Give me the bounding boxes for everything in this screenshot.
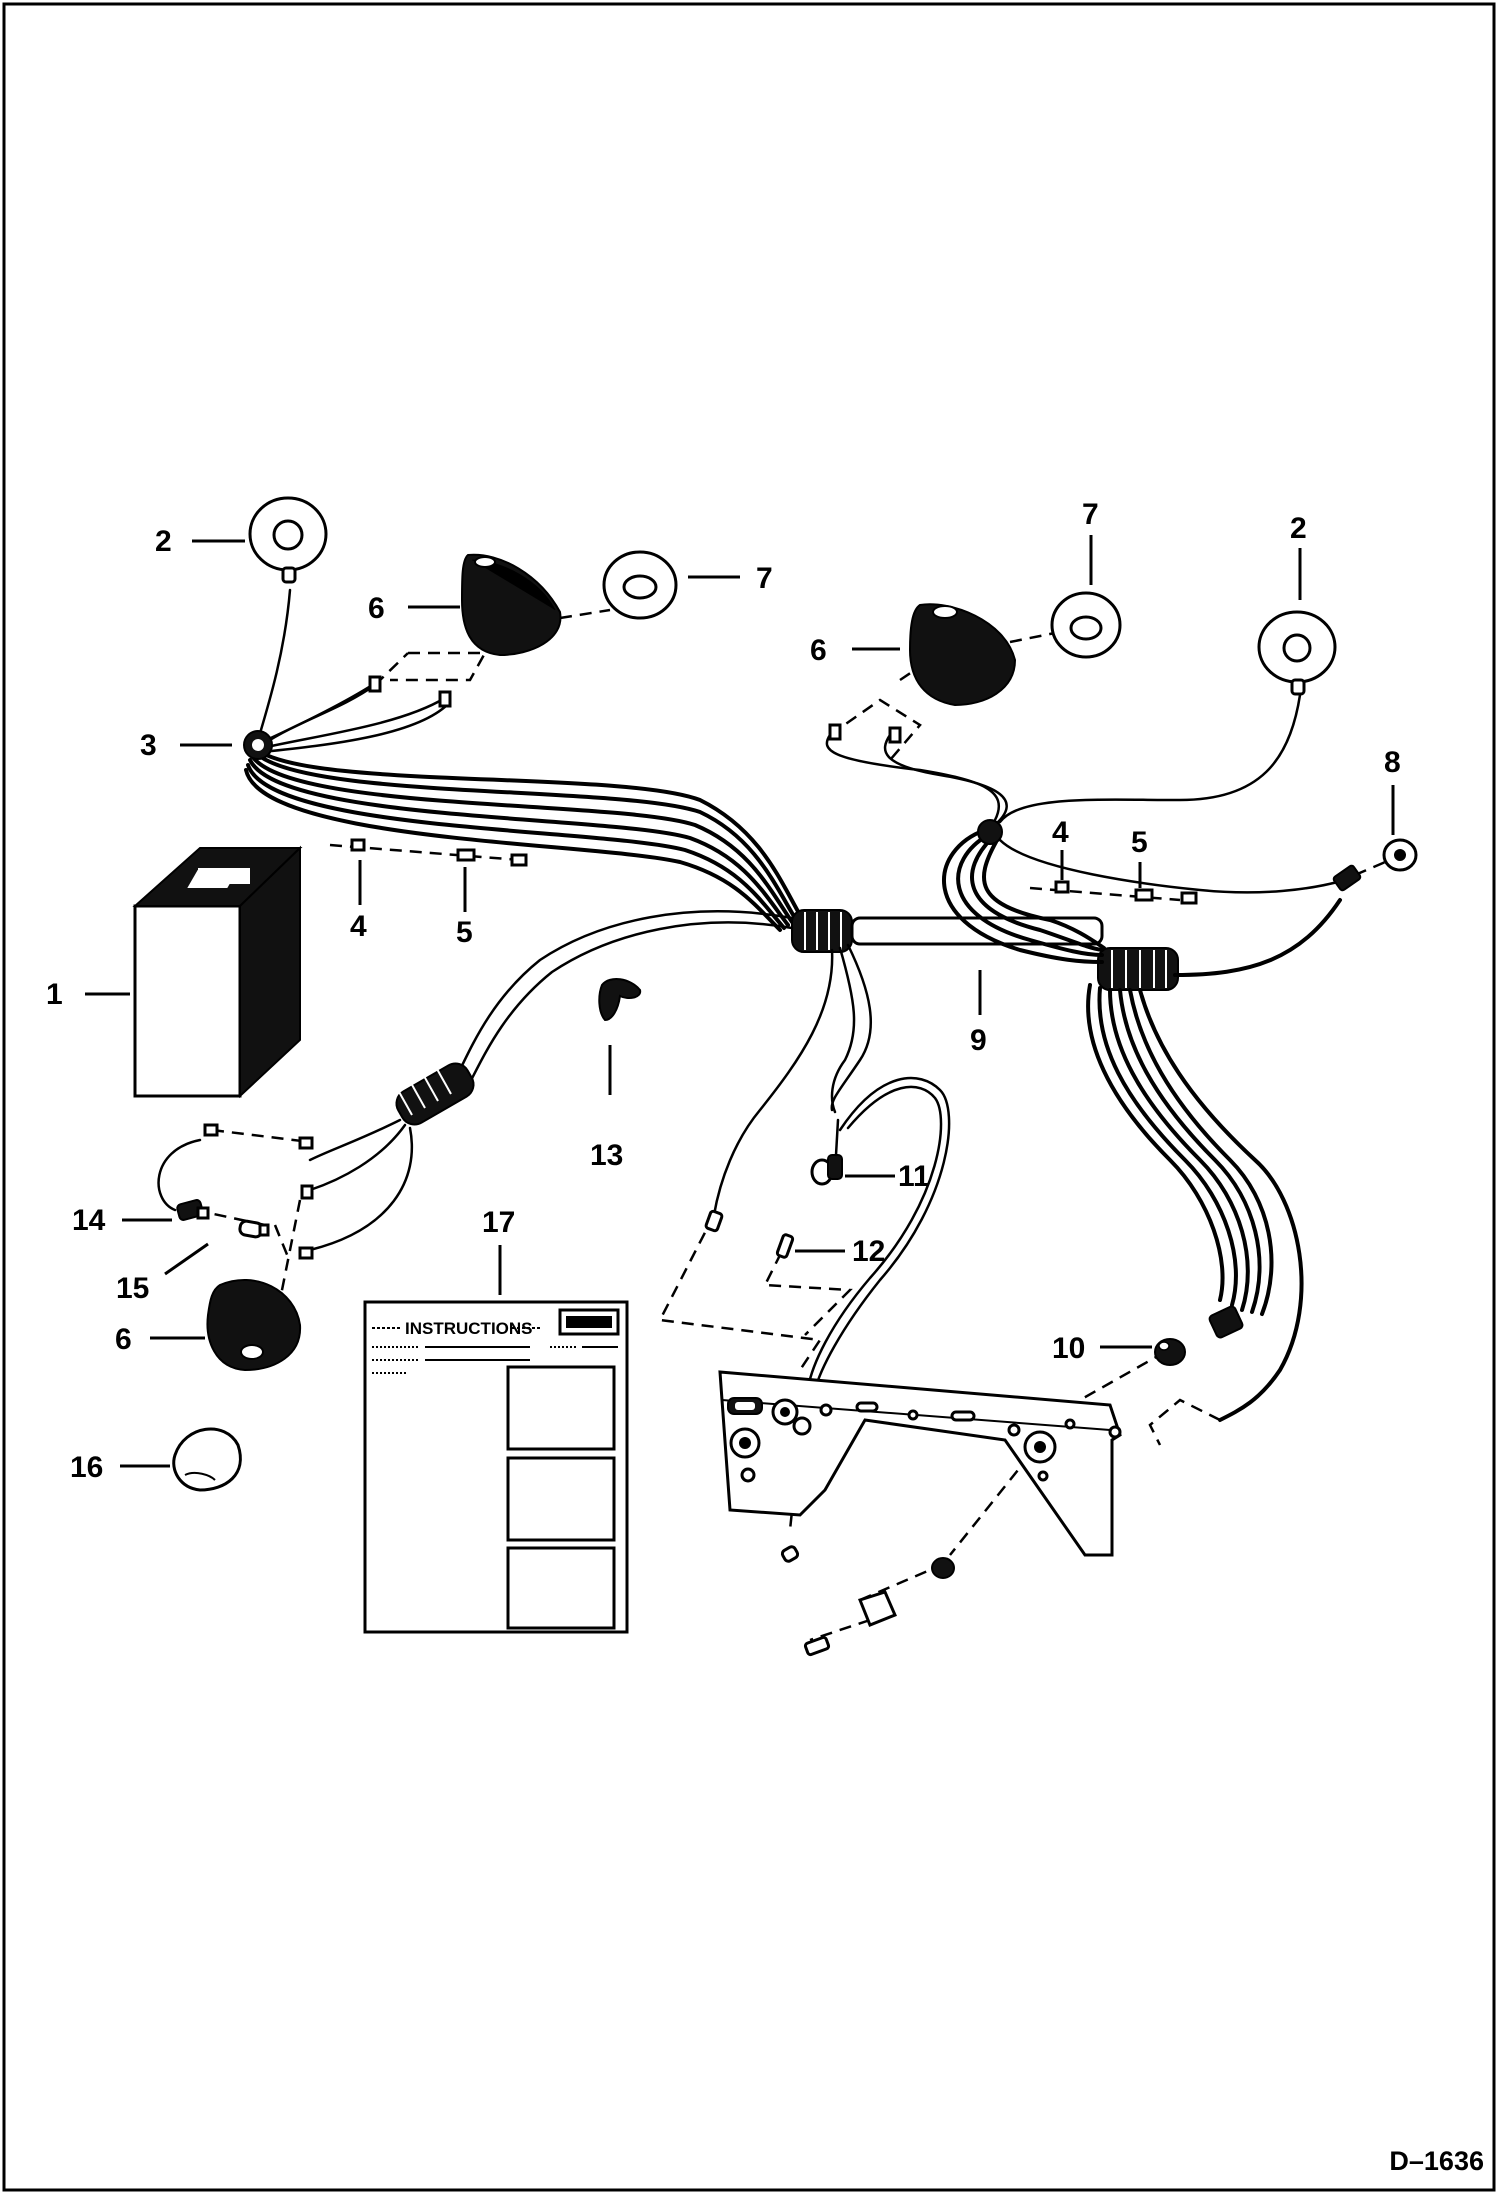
callout-boot-left-top: 6 xyxy=(368,592,385,625)
terminal-lower-a xyxy=(203,1123,219,1137)
callout-lens-right-top: 7 xyxy=(1082,498,1099,531)
callout-connector-left: 5 xyxy=(456,916,473,949)
callout-bulb: 15 xyxy=(116,1272,149,1305)
callout-boot-bottom: 6 xyxy=(115,1323,132,1356)
harness-boot-center-left xyxy=(791,909,853,953)
terminal-left-top-b xyxy=(438,690,452,708)
boot-bottom xyxy=(206,1279,302,1372)
callout-switch: 11 xyxy=(898,1160,930,1193)
callout-connector-right: 5 xyxy=(1131,826,1148,859)
callout-harness: 9 xyxy=(970,1024,987,1057)
lens-left-top xyxy=(602,550,678,620)
mounting-bracket xyxy=(718,1370,1122,1557)
instruction-sheet-title: INSTRUCTIONS xyxy=(405,1319,533,1338)
connector-left xyxy=(456,848,476,862)
callout-bulb-socket: 14 xyxy=(72,1204,106,1237)
callout-labels: 2 6 7 3 4 5 1 7 2 6 8 4 5 9 10 11 12 13 … xyxy=(46,498,1401,1484)
bulb-socket xyxy=(176,1199,210,1221)
light-right-top xyxy=(1257,610,1337,696)
fuse xyxy=(775,1233,795,1259)
callout-grommet-bracket: 10 xyxy=(1052,1332,1085,1365)
instruction-sheet: INSTRUCTIONS xyxy=(363,1300,629,1634)
terminal-left xyxy=(350,838,366,852)
switch xyxy=(810,1118,843,1186)
callout-fuse: 12 xyxy=(852,1235,885,1268)
wire-terminal-center xyxy=(704,1209,724,1233)
battery xyxy=(132,845,303,1099)
drawing-number: D–1636 xyxy=(1389,2146,1484,2176)
bulb xyxy=(238,1219,270,1239)
terminal-right xyxy=(1054,880,1070,894)
lens-bottom xyxy=(172,1427,242,1492)
leader-lines xyxy=(85,535,1395,1468)
grommet-bracket xyxy=(1154,1338,1186,1366)
callout-light-right-top: 2 xyxy=(1290,512,1307,545)
connector-right xyxy=(1134,888,1154,902)
square-nut xyxy=(858,1590,897,1627)
callout-instructions: 17 xyxy=(482,1206,515,1239)
callout-plug-right: 8 xyxy=(1384,746,1401,779)
terminal-right-top-b xyxy=(888,726,902,744)
harness-boot-lower xyxy=(395,1062,475,1126)
connector-left-end xyxy=(510,853,528,867)
boot-left-top xyxy=(460,553,562,657)
plug-right xyxy=(1332,838,1418,892)
harness-boot-center-right xyxy=(1097,947,1179,991)
lens-right-top xyxy=(1050,591,1122,659)
callout-clip: 13 xyxy=(590,1139,623,1172)
callout-light-left-top: 2 xyxy=(155,525,172,558)
lock-nut xyxy=(931,1557,955,1579)
terminal-right-top-a xyxy=(828,723,842,741)
harness-clip xyxy=(598,978,642,1022)
terminal-lower-c xyxy=(300,1184,314,1200)
terminal-lower-b xyxy=(298,1136,314,1150)
light-left-top xyxy=(248,496,328,584)
callout-lens-left-top: 7 xyxy=(756,562,773,595)
connector-right-end xyxy=(1180,891,1198,905)
grommet-left xyxy=(243,730,273,760)
callout-lens-bottom: 16 xyxy=(70,1451,103,1484)
callout-terminal-right: 4 xyxy=(1052,816,1069,849)
screw-lower-left xyxy=(780,1545,800,1563)
wiring-harness xyxy=(157,588,1347,1422)
terminal-left-top-a xyxy=(368,675,382,693)
callout-battery: 1 xyxy=(46,978,63,1011)
callout-terminal-left: 4 xyxy=(350,910,367,943)
callout-grommet-left: 3 xyxy=(140,729,157,762)
terminal-lower-d xyxy=(298,1246,314,1260)
grommet-right xyxy=(977,819,1003,845)
bolt xyxy=(803,1635,831,1657)
boot-right-top xyxy=(908,603,1017,707)
callout-boot-right-top: 6 xyxy=(810,634,827,667)
